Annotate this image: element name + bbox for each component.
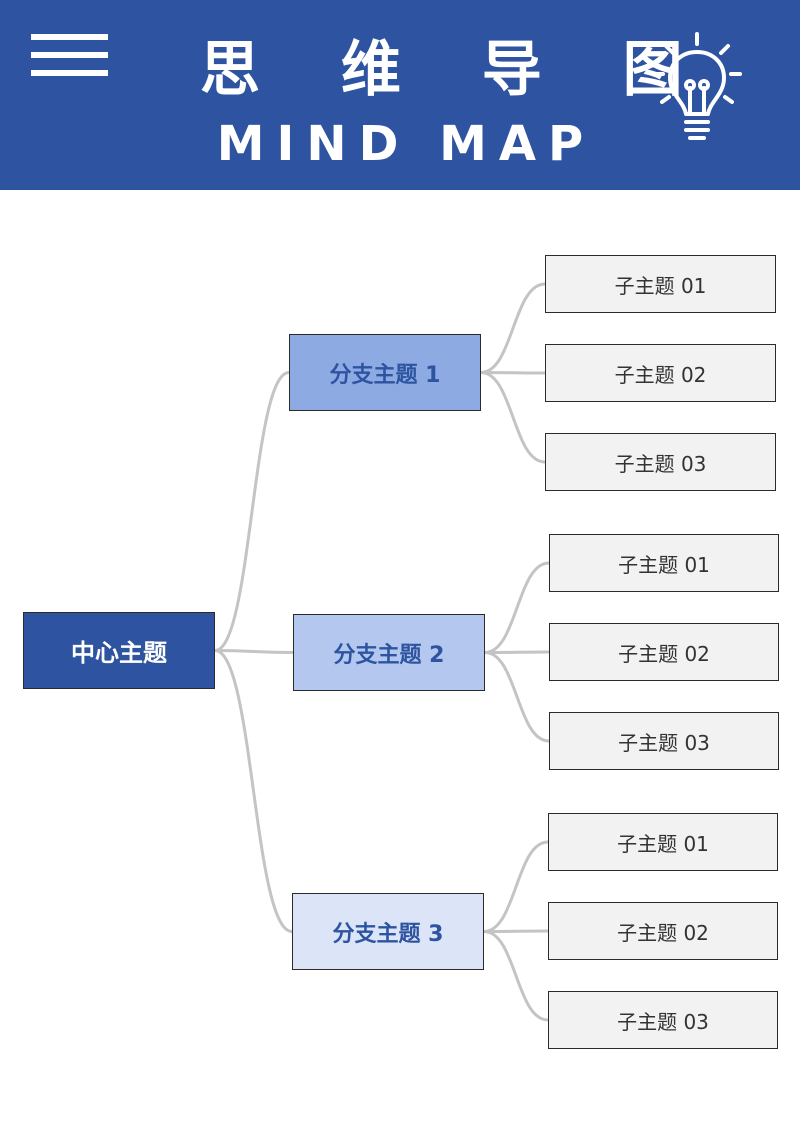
connector-branch-2-leaf-2 xyxy=(484,650,550,654)
branch-topic-label: 分支主题 3 xyxy=(332,921,444,947)
connector-branch-1-leaf-2 xyxy=(480,371,546,375)
subtopic-3-1[interactable]: 子主题 01 xyxy=(548,813,778,871)
subtopic-2-2[interactable]: 子主题 02 xyxy=(549,623,779,681)
center-topic-label: 中心主题 xyxy=(71,639,167,667)
connector-center-branch-3 xyxy=(214,649,293,933)
connector-branch-3-leaf-3 xyxy=(483,930,549,1022)
title-english: MIND MAP xyxy=(216,116,596,172)
subtopic-label: 子主题 02 xyxy=(614,362,707,387)
menu-icon[interactable] xyxy=(31,34,108,76)
connector-branch-2-leaf-1 xyxy=(484,561,550,654)
connector-branch-2-leaf-3 xyxy=(484,651,550,743)
connector-center-branch-1 xyxy=(214,371,290,652)
subtopic-1-2[interactable]: 子主题 02 xyxy=(545,344,776,402)
subtopic-label: 子主题 03 xyxy=(617,1009,709,1034)
subtopic-2-1[interactable]: 子主题 01 xyxy=(549,534,779,592)
subtopic-label: 子主题 01 xyxy=(614,273,707,298)
subtopic-1-1[interactable]: 子主题 01 xyxy=(545,255,776,313)
subtopic-label: 子主题 01 xyxy=(617,831,709,856)
subtopic-3-3[interactable]: 子主题 03 xyxy=(548,991,778,1049)
lightbulb-icon xyxy=(652,32,742,140)
connector-branch-3-leaf-1 xyxy=(483,840,549,933)
subtopic-label: 子主题 03 xyxy=(618,730,710,755)
branch-topic-1[interactable]: 分支主题 1 xyxy=(289,334,481,411)
branch-topic-label: 分支主题 1 xyxy=(329,362,441,388)
center-topic[interactable]: 中心主题 xyxy=(23,612,215,689)
connector-branch-3-leaf-2 xyxy=(483,929,549,933)
branch-topic-3[interactable]: 分支主题 3 xyxy=(292,893,484,970)
title-chinese: 思 维 导 图 xyxy=(200,35,713,105)
subtopic-label: 子主题 02 xyxy=(618,641,710,666)
subtopic-3-2[interactable]: 子主题 02 xyxy=(548,902,778,960)
subtopic-1-3[interactable]: 子主题 03 xyxy=(545,433,776,491)
subtopic-label: 子主题 02 xyxy=(617,920,709,945)
subtopic-2-3[interactable]: 子主题 03 xyxy=(549,712,779,770)
branch-topic-label: 分支主题 2 xyxy=(333,642,445,668)
connector-branch-1-leaf-3 xyxy=(480,371,546,464)
header-banner: 思 维 导 图 MIND MAP xyxy=(0,0,800,190)
connector-center-branch-2 xyxy=(214,649,294,654)
connector-branch-1-leaf-1 xyxy=(480,282,546,374)
branch-topic-2[interactable]: 分支主题 2 xyxy=(293,614,485,691)
subtopic-label: 子主题 03 xyxy=(614,451,707,476)
subtopic-label: 子主题 01 xyxy=(618,552,710,577)
